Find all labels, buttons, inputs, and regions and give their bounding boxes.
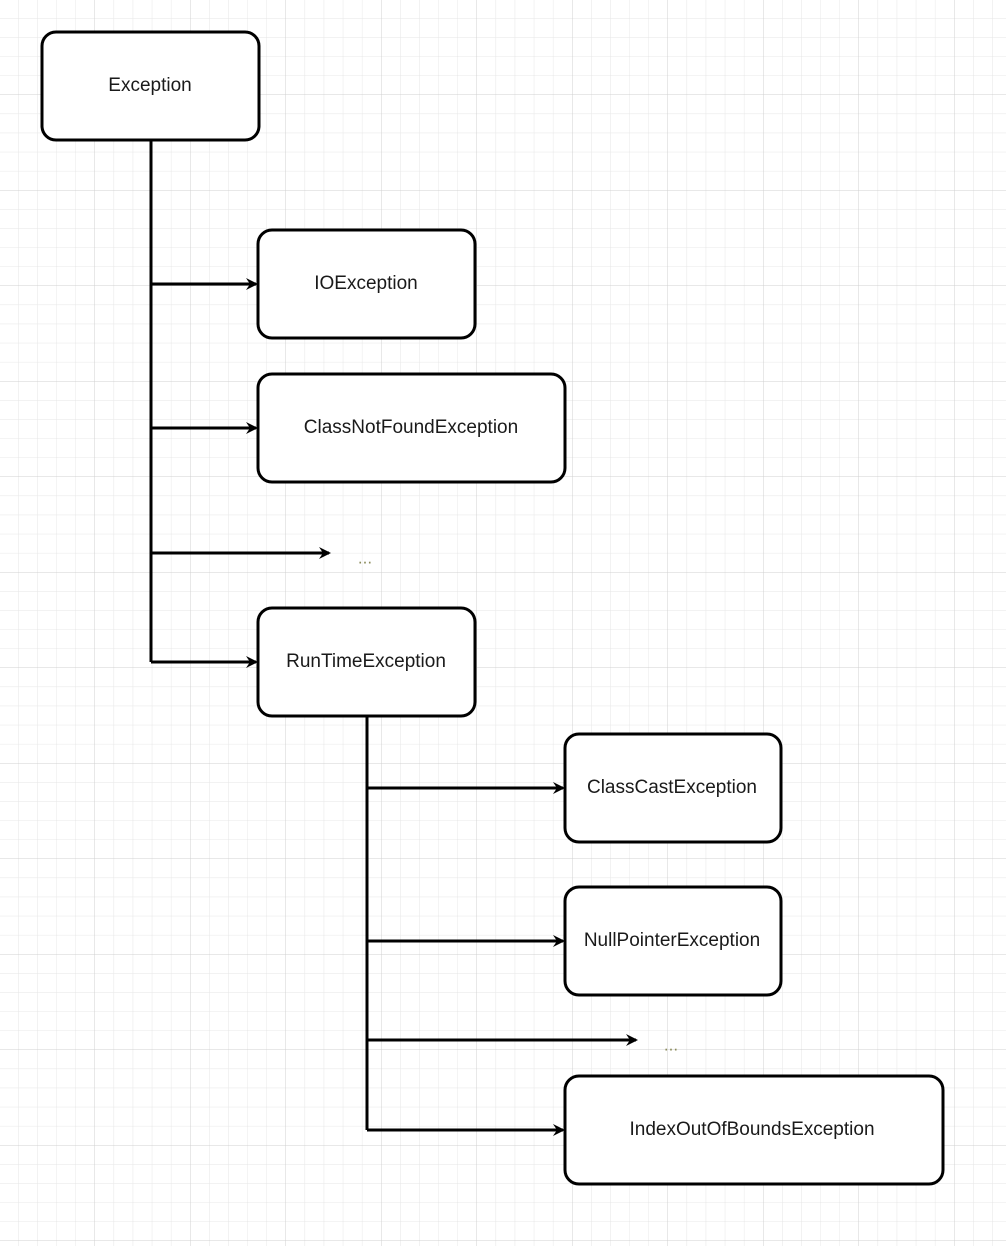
node-ioexception-label: IOException bbox=[314, 273, 418, 294]
node-nullpointerexception-label: NullPointerException bbox=[584, 930, 760, 951]
node-classcastexception[interactable]: ClassCastException bbox=[563, 732, 783, 844]
node-nullpointerexception[interactable]: NullPointerException bbox=[563, 885, 783, 997]
node-classnotfoundexception-label: ClassNotFoundException bbox=[304, 417, 518, 438]
node-indexoutofboundsexception[interactable]: IndexOutOfBoundsException bbox=[563, 1074, 945, 1186]
node-classnotfoundexception[interactable]: ClassNotFoundException bbox=[256, 372, 567, 484]
connectors-exception bbox=[149, 140, 331, 668]
node-ioexception[interactable]: IOException bbox=[256, 228, 477, 340]
connectors-runtime bbox=[365, 716, 638, 1136]
ellipsis-level1: ... bbox=[358, 548, 372, 567]
node-exception-label: Exception bbox=[108, 75, 191, 96]
node-runtimeexception-label: RunTimeException bbox=[286, 651, 446, 672]
node-runtimeexception[interactable]: RunTimeException bbox=[256, 606, 477, 718]
ellipsis-level2: ... bbox=[664, 1035, 678, 1054]
node-indexoutofboundsexception-label: IndexOutOfBoundsException bbox=[629, 1119, 874, 1140]
node-exception[interactable]: Exception bbox=[40, 30, 261, 142]
node-classcastexception-label: ClassCastException bbox=[587, 777, 757, 798]
